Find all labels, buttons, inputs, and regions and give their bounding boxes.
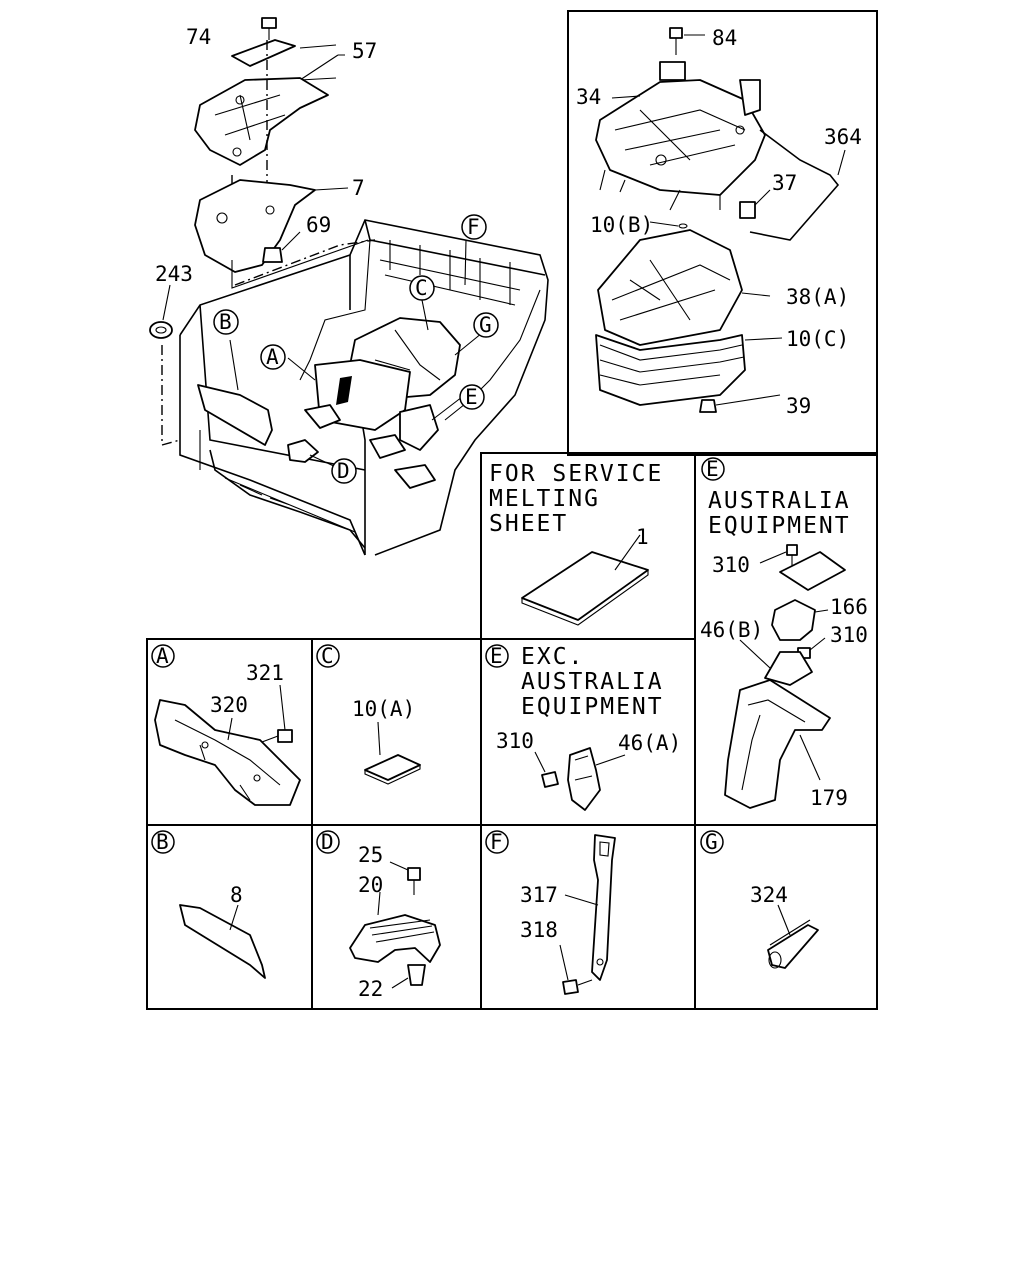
callout-57: 57 (352, 39, 377, 63)
callout-46a: 46(A) (618, 731, 681, 755)
callout-166: 166 (830, 595, 868, 619)
panel-d-block-drawing (349, 861, 441, 989)
callout-74: 74 (186, 25, 211, 49)
panel-d-marker: D (321, 830, 334, 854)
callout-179: 179 (810, 786, 848, 810)
panel-a-bracket-drawing (154, 684, 301, 806)
callout-20: 20 (358, 873, 383, 897)
main-floor-view (161, 219, 549, 556)
marker-g: G (479, 313, 492, 337)
service-title-line-2: MELTING (489, 486, 600, 512)
panel-c-text: C 10(A) (316, 644, 415, 721)
panel-b-marker: B (156, 830, 169, 854)
australia-bracket-drawing (724, 544, 846, 809)
callout-310-b: 310 (830, 623, 868, 647)
callout-46b: 46(B) (700, 618, 763, 642)
callout-318: 318 (520, 918, 558, 942)
panel-e-aus-title-1: AUSTRALIA (708, 488, 851, 514)
callout-243: 243 (155, 262, 193, 286)
panel-c-pad-drawing (364, 721, 421, 785)
marker-f: F (467, 215, 480, 239)
marker-d: D (337, 459, 350, 483)
panel-f-marker: F (490, 830, 503, 854)
panel-g (694, 824, 878, 1010)
callout-34: 34 (576, 85, 601, 109)
panel-e-exc-marker: E (490, 644, 503, 668)
callout-310-a: 310 (712, 553, 750, 577)
marker-b: B (219, 310, 232, 334)
view-markers-main: A B C D E F G (213, 214, 499, 484)
callout-317: 317 (520, 883, 558, 907)
callout-364: 364 (824, 125, 862, 149)
callout-84: 84 (712, 26, 737, 50)
callout-320: 320 (210, 693, 248, 717)
callout-310-c: 310 (496, 729, 534, 753)
callout-1: 1 (636, 525, 649, 549)
panel-c-marker: C (321, 644, 334, 668)
service-title-line-1: FOR SERVICE (489, 461, 663, 487)
panel-b (146, 824, 313, 1010)
panel-b-sheet-drawing (179, 904, 266, 979)
callout-10c: 10(C) (786, 327, 849, 351)
marker-e: E (465, 385, 478, 409)
callout-7: 7 (352, 176, 365, 200)
callout-10a: 10(A) (352, 697, 415, 721)
panel-g-text: G 324 (700, 830, 788, 907)
panel-g-marker: G (705, 830, 718, 854)
callout-37: 37 (772, 171, 797, 195)
panel-g-clip-drawing (767, 904, 819, 969)
panel-a-marker: A (156, 644, 169, 668)
main-callouts: 74 57 7 69 243 84 34 364 37 10(B) 38(A) … (155, 25, 862, 418)
callout-324: 324 (750, 883, 788, 907)
panel-b-text: B 8 (151, 830, 243, 907)
callout-321: 321 (246, 661, 284, 685)
panel-f-strap-drawing (559, 834, 616, 995)
exc-bracket-drawing (534, 747, 626, 811)
panel-c (311, 638, 482, 826)
marker-c: C (415, 276, 428, 300)
panel-e-aus-text: E AUSTRALIA EQUIPMENT 310 166 46(B) 310 … (700, 457, 868, 810)
panel-e-exc-title-3: EQUIPMENT (521, 694, 664, 720)
callout-25: 25 (358, 843, 383, 867)
callout-22: 22 (358, 977, 383, 1001)
callout-38a: 38(A) (786, 285, 849, 309)
callout-8: 8 (230, 883, 243, 907)
panel-e-exc-title-2: AUSTRALIA (521, 669, 664, 695)
panel-e-aus-marker: E (706, 457, 719, 481)
callout-10b: 10(B) (590, 213, 653, 237)
upper-brackets-assembly (149, 17, 369, 339)
service-sheet-text: FOR SERVICE MELTING SHEET 1 (489, 461, 663, 549)
service-title-line-3: SHEET (489, 511, 568, 537)
panel-e-exc-text: E EXC. AUSTRALIA EQUIPMENT 310 46(A) (485, 644, 681, 755)
panel-e-aus-title-2: EQUIPMENT (708, 513, 851, 539)
panel-f-text: F 317 318 (485, 830, 558, 942)
panel-e-exc-title-1: EXC. (521, 644, 584, 670)
storage-tray-frame (567, 10, 878, 456)
callout-39: 39 (786, 394, 811, 418)
melting-sheet-drawing (521, 534, 649, 626)
storage-tray-assembly (595, 27, 846, 413)
panel-a-text: A 321 320 (151, 644, 284, 717)
panel-d-text: D 25 20 22 (316, 830, 383, 1001)
callout-69: 69 (306, 213, 331, 237)
marker-a: A (266, 345, 279, 369)
